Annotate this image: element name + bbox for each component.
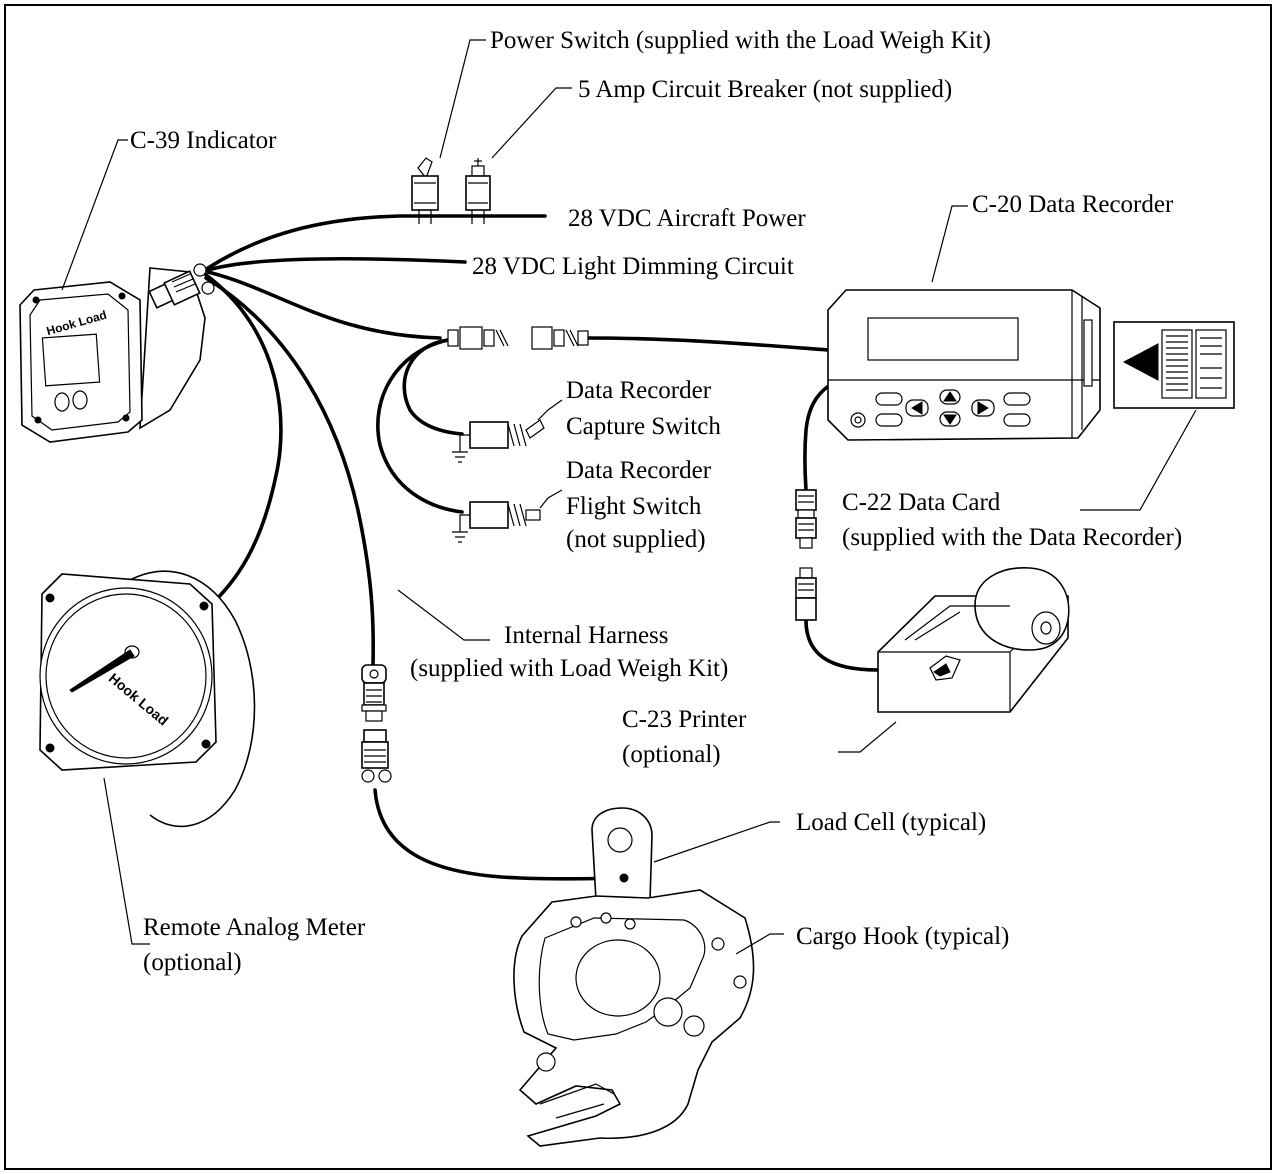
- label-flight-switch-3: (not supplied): [566, 526, 706, 553]
- cable-to-recorder: [586, 336, 830, 352]
- circuit-breaker: [465, 158, 491, 224]
- label-load-cell: Load Cell (typical): [796, 809, 986, 836]
- cable-aircraft-power: [206, 214, 547, 270]
- flight-switch: [452, 501, 541, 543]
- label-c22-data-card-2: (supplied with the Data Recorder): [842, 524, 1182, 551]
- cable-light-dimming: [206, 256, 467, 272]
- label-capture-switch-2: Capture Switch: [566, 413, 721, 440]
- power-switch: [411, 157, 439, 224]
- label-cargo-hook: Cargo Hook (typical): [796, 923, 1009, 950]
- label-remote-meter-2: (optional): [143, 949, 242, 976]
- capture-switch: [452, 419, 545, 463]
- label-light-dimming: 28 VDC Light Dimming Circuit: [472, 253, 794, 280]
- label-remote-meter-1: Remote Analog Meter: [143, 914, 366, 941]
- label-c22-data-card-1: C-22 Data Card: [842, 489, 1001, 516]
- label-internal-harness-2: (supplied with Load Weigh Kit): [410, 655, 728, 682]
- cable-to-recorder-connector: [206, 270, 442, 340]
- label-capture-switch-1: Data Recorder: [566, 377, 712, 404]
- remote-analog-meter: Hook Load: [39, 570, 256, 828]
- label-c39-indicator: C-39 Indicator: [130, 127, 277, 154]
- cable-printer: [804, 618, 880, 672]
- cable-flight-switch: [376, 338, 464, 514]
- c20-data-recorder: [827, 289, 1101, 441]
- label-aircraft-power: 28 VDC Aircraft Power: [568, 205, 806, 232]
- load-cell: [591, 807, 653, 901]
- label-flight-switch-2: Flight Switch: [566, 493, 702, 520]
- label-c20-data-recorder: C-20 Data Recorder: [972, 191, 1174, 218]
- harness-connector: [361, 664, 392, 783]
- label-internal-harness-1: Internal Harness: [504, 622, 669, 649]
- cargo-hook: [513, 889, 755, 1147]
- label-c23-printer-2: (optional): [622, 741, 721, 768]
- cable-remote-meter: [203, 273, 283, 612]
- leader-lines: [61, 39, 1197, 955]
- label-circuit-breaker: 5 Amp Circuit Breaker (not supplied): [578, 76, 952, 103]
- cable-recorder-to-data-plug: [803, 383, 832, 492]
- recorder-inline-connector: [447, 326, 589, 350]
- c23-printer: [877, 567, 1070, 713]
- cable-load-cell-lower: [373, 788, 627, 881]
- recorder-data-plug: [795, 489, 817, 549]
- label-c23-printer-1: C-23 Printer: [622, 706, 747, 733]
- label-flight-switch-1: Data Recorder: [566, 457, 712, 484]
- cable-load-cell: [204, 276, 376, 667]
- printer-data-plug: [795, 567, 817, 621]
- labels: Power Switch (supplied with the Load Wei…: [130, 27, 1182, 976]
- c39-indicator: Hook Load: [19, 263, 215, 443]
- c22-data-card: [1113, 321, 1235, 409]
- indicator-connector: [148, 263, 215, 309]
- cables: [203, 214, 880, 881]
- label-power-switch: Power Switch (supplied with the Load Wei…: [490, 27, 991, 54]
